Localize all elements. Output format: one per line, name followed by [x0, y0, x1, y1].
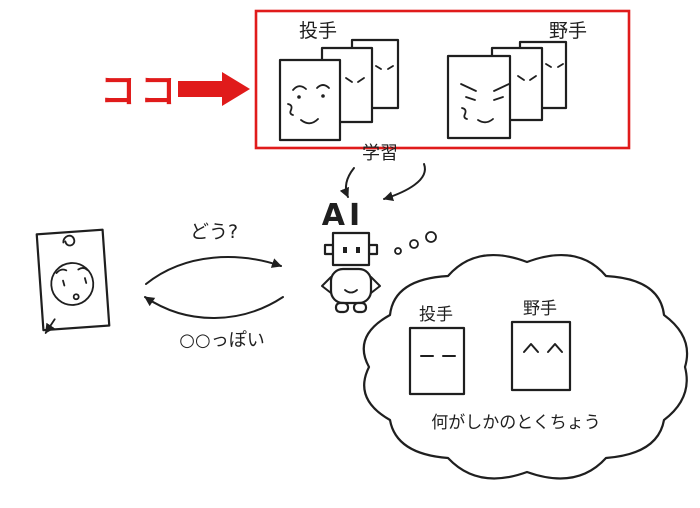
robot-head	[331, 231, 371, 267]
robot-foot-left	[334, 301, 350, 314]
thought-fielder-card	[510, 320, 572, 392]
robot-arm-left	[321, 276, 332, 294]
red-arrow-icon	[178, 72, 250, 106]
thought-pitcher-card	[408, 326, 466, 396]
pitcher-middle-card-face	[345, 77, 365, 83]
robot-ear-left	[323, 243, 335, 256]
highlight-box	[254, 9, 631, 150]
fielder-front-card-face	[460, 83, 510, 124]
input-card	[35, 228, 111, 334]
robot-arm-right	[370, 276, 381, 294]
answer-label: ○○っぽい	[179, 330, 264, 351]
input-card-face	[50, 234, 95, 306]
robot-eye-right	[356, 247, 360, 253]
fielder-back-card-face	[545, 63, 564, 68]
pitcher-front-card-face	[287, 84, 330, 125]
here-label: ココ	[100, 71, 180, 112]
robot-ear-right	[367, 243, 379, 256]
pitcher-card-stack	[278, 38, 400, 142]
learning-arrow-right	[383, 163, 426, 202]
learning-arrow-left	[339, 167, 355, 198]
pitcher-label: 投手	[299, 20, 337, 42]
feedback-arrow-to-card	[144, 296, 284, 319]
fielder-label: 野手	[549, 20, 587, 42]
ai-robot	[321, 231, 381, 314]
thought-pitcher-label: 投手	[419, 305, 453, 325]
fielder-middle-card-face	[517, 75, 537, 81]
question-label: どう?	[190, 221, 238, 243]
thought-dots	[394, 231, 437, 255]
learning-label: 学習	[362, 143, 398, 164]
thought-caption: 何がしかのとくちょう	[431, 413, 601, 433]
fielder-card-stack	[446, 40, 568, 140]
thought-fielder-label: 野手	[523, 299, 557, 319]
feedback-arrow-to-ai	[145, 256, 282, 285]
pitcher-back-card-face	[375, 65, 394, 70]
robot-foot-right	[352, 301, 368, 314]
robot-body	[329, 267, 373, 305]
robot-eye-left	[343, 247, 347, 253]
robot-belly-mark	[344, 289, 358, 294]
ai-label: AI	[322, 198, 364, 233]
input-card-arrow-icon	[44, 318, 56, 334]
